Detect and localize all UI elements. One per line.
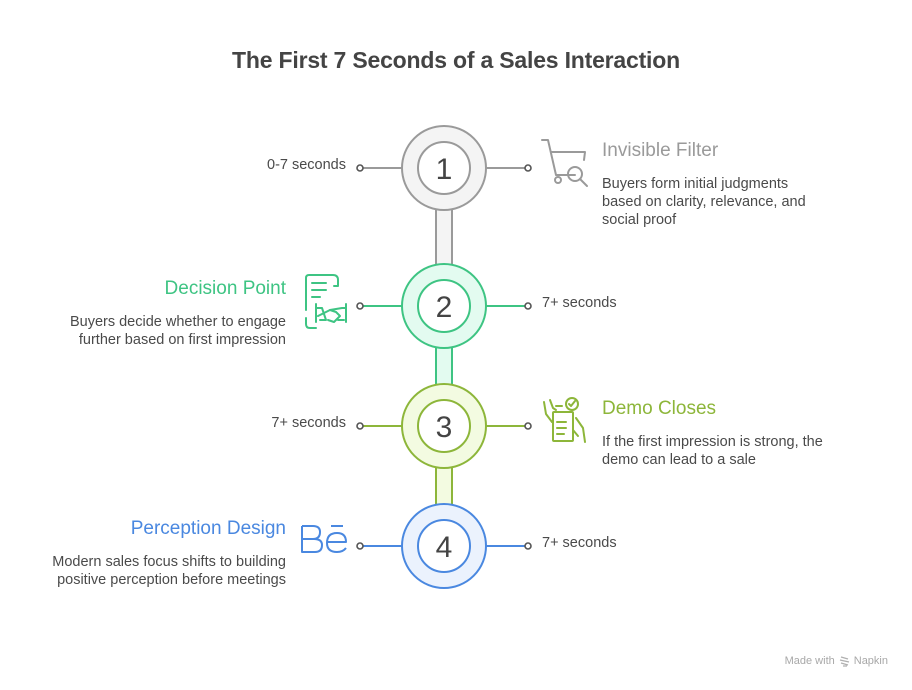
napkin-watermark: Made with Napkin (785, 655, 888, 667)
step-1-heading: Invisible Filter (602, 140, 719, 161)
step-3-description: If the first impression is strong, the d… (602, 434, 823, 468)
step-3-node: 3 (356, 383, 532, 469)
step-3-heading: Demo Closes (602, 398, 717, 419)
shopping-cart-search-icon (541, 139, 588, 187)
step-4-time-label: 7+ seconds (542, 535, 617, 551)
step-4-number: 4 (436, 531, 453, 564)
step-3-number: 3 (436, 411, 453, 444)
step-2-time-label: 7+ seconds (542, 295, 617, 311)
step-1-description: Buyers form initial judgments based on c… (602, 176, 806, 228)
napkin-brand-label: Napkin (853, 655, 888, 667)
step-2-node: 2 (356, 263, 532, 349)
step-1-time-label: 0-7 seconds (267, 157, 346, 173)
step-2-description: Buyers decide whether to engage further … (69, 314, 286, 348)
step-4-heading: Perception Design (130, 518, 286, 539)
contract-handshake-icon (305, 274, 347, 329)
step-2-heading: Decision Point (164, 278, 286, 299)
step-1-number: 1 (436, 153, 453, 186)
step-4-description: Modern sales focus shifts to building po… (52, 554, 286, 588)
napkin-logo-icon (839, 655, 849, 667)
signed-document-icon (543, 397, 586, 443)
connector-2-3 (435, 342, 453, 390)
step-1-node: 1 (356, 125, 532, 211)
step-2-number: 2 (436, 291, 453, 324)
connector-3-4 (435, 462, 453, 510)
behance-icon (301, 525, 347, 553)
connector-1-2 (435, 204, 453, 270)
diagram-title: The First 7 Seconds of a Sales Interacti… (232, 47, 680, 73)
step-3-time-label: 7+ seconds (271, 415, 346, 431)
step-4-node: 4 (356, 503, 532, 589)
made-with-label: Made with (784, 655, 835, 667)
